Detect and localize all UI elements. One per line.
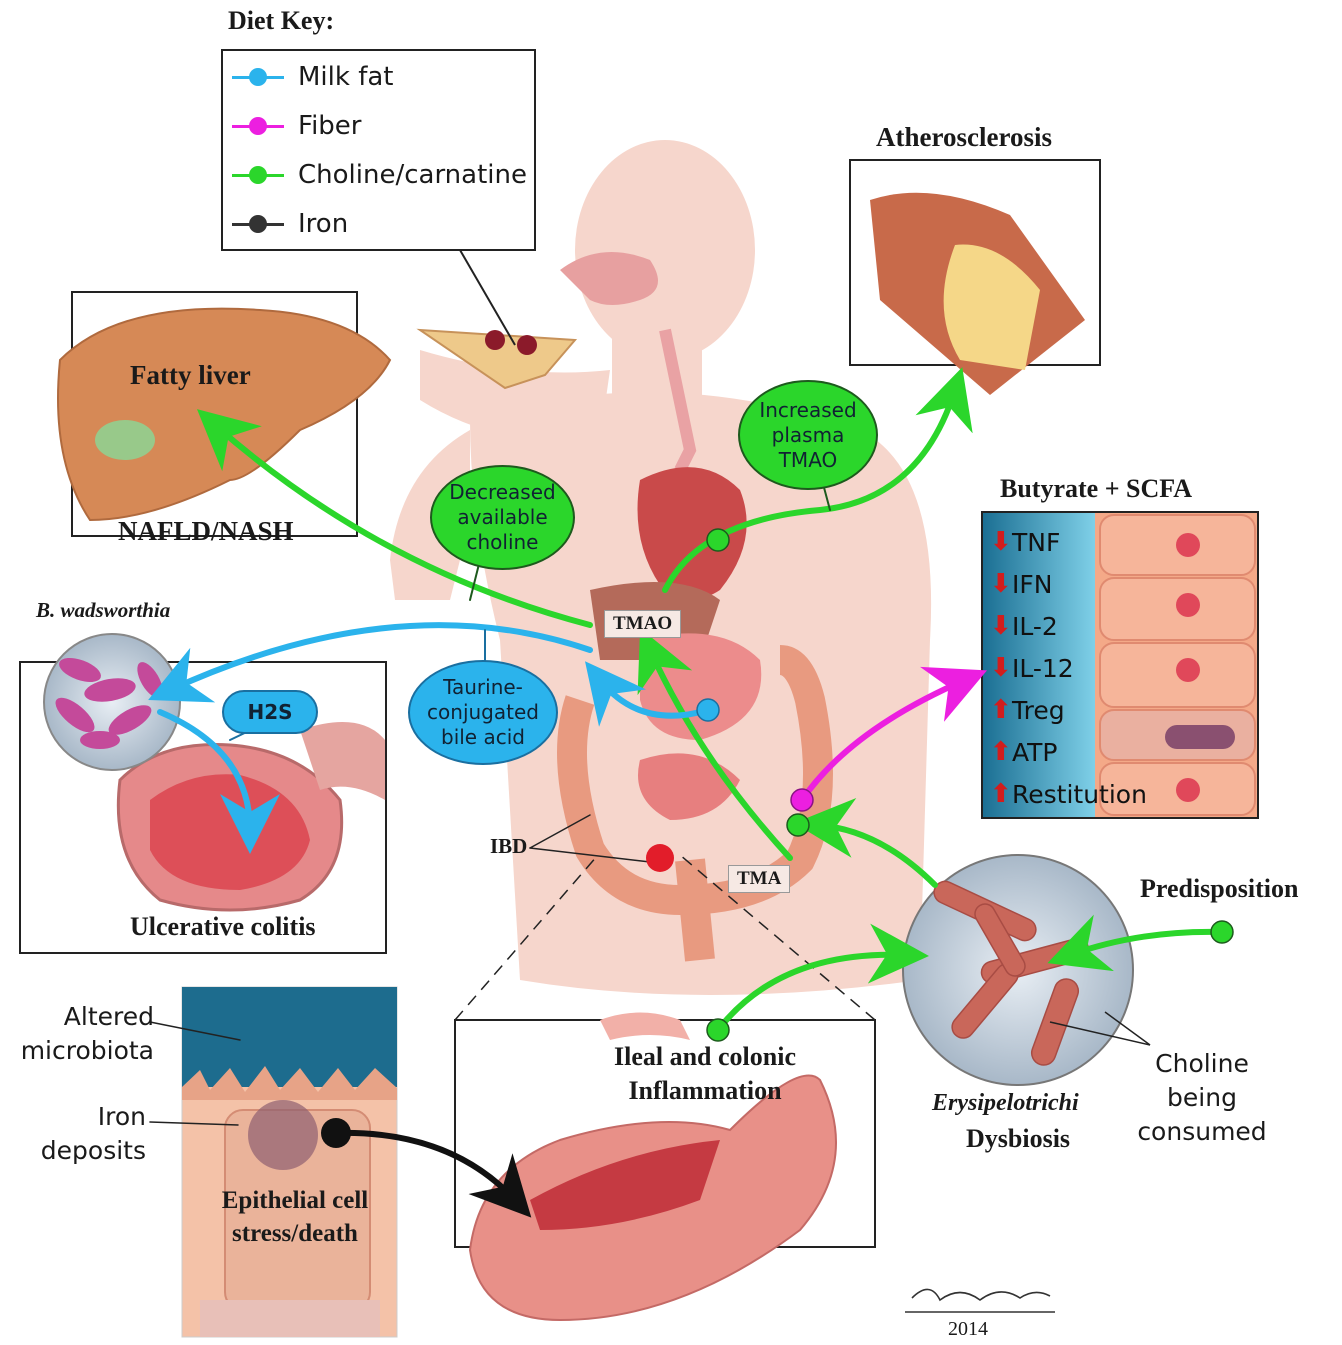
h2s-bubble: H2S [222,690,318,734]
bubble-text: Decreased available choline [443,480,563,555]
h2s-label: H2S [247,700,292,725]
scfa-effect-row: ⬇IFN [990,569,1052,599]
fatty-liver-title: Fatty liver [130,360,251,391]
decreased-choline-bubble: Decreased available choline [430,465,575,570]
scfa-effect-label: IL-2 [1012,612,1058,641]
artist-signature [905,1289,1055,1312]
diet-key-title: Diet Key: [228,6,334,36]
up-arrow-icon: ⬆ [990,695,1006,725]
scfa-effect-label: IFN [1012,570,1052,599]
legend-label: Choline/carnatine [298,160,527,190]
scfa-effect-row: ⬇IL-12 [990,653,1074,683]
ulcerative-colitis-caption: Ulcerative colitis [130,912,316,942]
butyrate-title: Butyrate + SCFA [1000,474,1192,504]
scfa-effect-row: ⬇TNF [990,527,1060,557]
scfa-effect-label: Treg [1012,696,1065,725]
down-arrow-icon: ⬇ [990,527,1006,557]
iron-deposits-label: Iron deposits [14,1100,146,1168]
dysbiosis-caption: Dysbiosis [966,1124,1070,1154]
epithelial-stress-caption: Epithelial cell stress/death [200,1185,390,1250]
fiber-node [791,789,813,811]
milkfat-node [697,699,719,721]
predisposition-label: Predisposition [1140,874,1298,904]
choline-node-predisposition [1211,921,1233,943]
scfa-effect-label: IL-12 [1012,654,1074,683]
choline-node-inflammation [707,1019,729,1041]
erysipelotrichi-label: Erysipelotrichi [932,1090,1079,1117]
bubble-text: Increased plasma TMAO [753,398,863,473]
legend-item-milk-fat: Milk fat [232,59,393,95]
down-arrow-icon: ⬇ [990,611,1006,641]
iron-node [321,1118,351,1148]
scfa-effect-label: ATP [1012,738,1058,767]
legend-label: Milk fat [298,62,393,92]
liver-illustration [58,309,390,520]
legend-item-iron: Iron [232,206,348,242]
inflammation-title: Ileal and colonic Inflammation [590,1040,820,1108]
tma-tag: TMA [728,865,790,893]
signature-year: 2014 [948,1318,988,1341]
scfa-effect-row: ⬆ATP [990,737,1058,767]
scfa-effect-row: ⬆Restitution [990,779,1147,809]
nafld-caption: NAFLD/NASH [118,516,294,547]
atherosclerosis-title: Atherosclerosis [876,122,1052,153]
legend-label: Fiber [298,111,361,141]
up-arrow-icon: ⬆ [990,779,1006,809]
choline-node-tma [787,814,809,836]
epithelial-panel [182,987,397,1337]
legend-item-fiber: Fiber [232,108,361,144]
choline-node-heart [707,529,729,551]
taurine-bubble: Taurine- conjugated bile acid [408,660,558,765]
scfa-effect-label: TNF [1012,528,1060,557]
choline-consumed-label: Choline being consumed [1132,1047,1272,1148]
ibd-node [646,844,674,872]
up-arrow-icon: ⬆ [990,737,1006,767]
scfa-effect-label: Restitution [1012,780,1147,809]
down-arrow-icon: ⬇ [990,569,1006,599]
legend-label: Iron [298,209,348,239]
b-wadsworthia-label: B. wadsworthia [36,598,170,623]
increased-tmao-bubble: Increased plasma TMAO [738,380,878,490]
legend-item-choline: Choline/carnatine [232,157,527,193]
down-arrow-icon: ⬇ [990,653,1006,683]
ibd-label: IBD [490,834,527,859]
bubble-text: Taurine- conjugated bile acid [423,675,543,750]
tmao-tag: TMAO [604,610,681,638]
scfa-effect-row: ⬆Treg [990,695,1065,725]
altered-microbiota-label: Altered microbiota [14,1000,154,1068]
scfa-effect-row: ⬇IL-2 [990,611,1058,641]
